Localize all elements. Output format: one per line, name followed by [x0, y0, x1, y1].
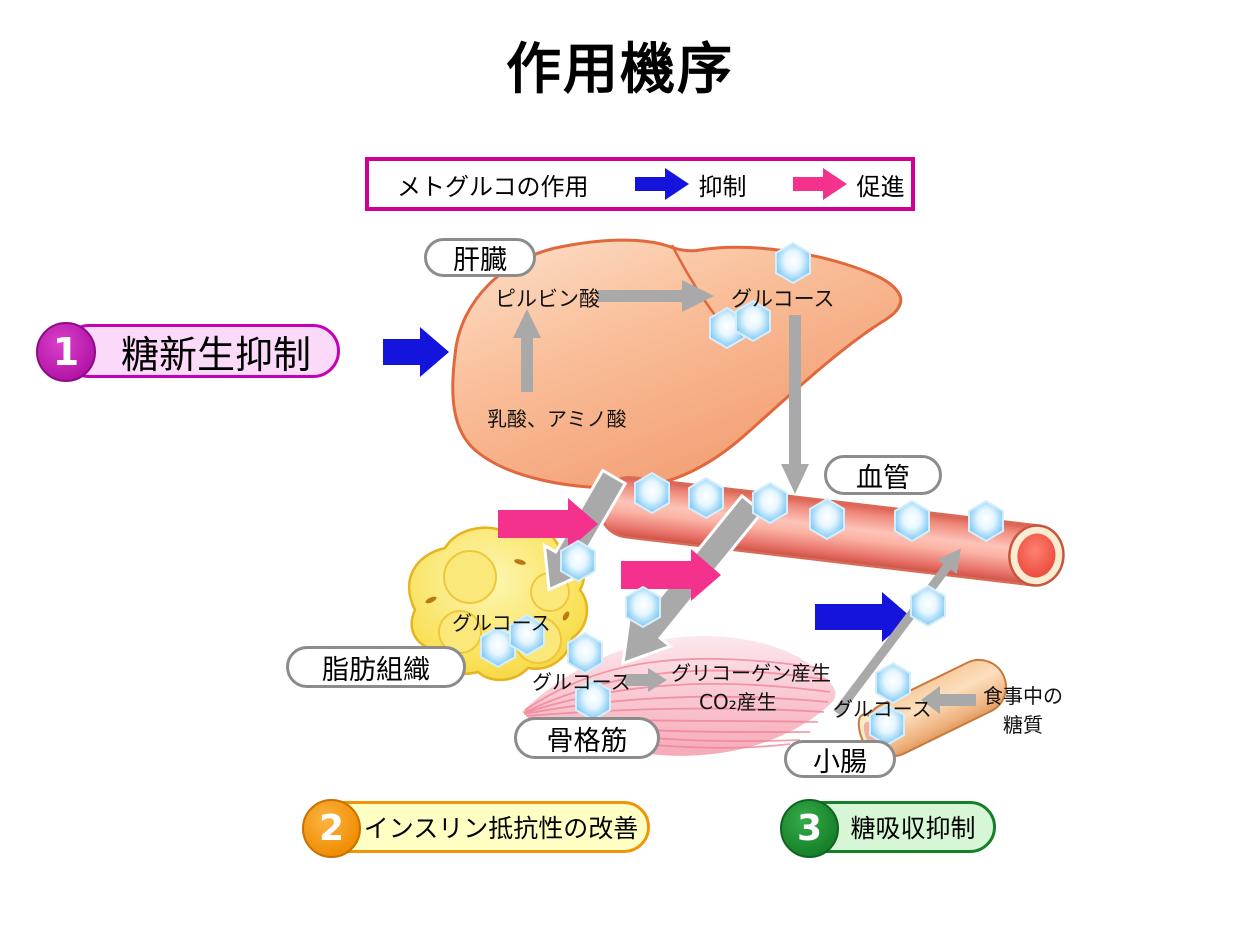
step3-label: 糖吸収抑制	[850, 814, 976, 843]
arrow-dietary-to-intestine	[921, 686, 976, 714]
arrow-pyruvate-to-glucose	[598, 280, 714, 312]
step1-pill: 糖新生抑制	[62, 324, 340, 378]
arrow-lactate-to-pyruvate	[513, 309, 541, 392]
promote-arrows	[498, 498, 721, 601]
inhibit-arrow-intestine	[815, 592, 911, 642]
legend-box: メトグルコの作用 抑制 促進	[365, 157, 915, 211]
legend-title: メトグルコの作用	[397, 172, 589, 201]
glucose-muscle-label: グルコース	[532, 670, 631, 694]
dietary-sugar-line2: 糖質	[1003, 713, 1043, 737]
arrow-glucose-to-vessel	[781, 315, 809, 494]
pyruvate-label: ピルビン酸	[495, 287, 600, 311]
adipose-label-pill: 脂肪組織	[286, 646, 466, 688]
arrow-glucose-to-glycogen	[625, 668, 667, 692]
step3-number: 3	[796, 808, 823, 849]
step2-label: インスリン抵抗性の改善	[363, 814, 639, 843]
vessel-label-pill: 血管	[824, 455, 942, 495]
lactate-amino-label: 乳酸、アミノ酸	[487, 407, 627, 431]
step2-number: 2	[318, 808, 345, 849]
liver-illustration	[451, 238, 903, 490]
co2-production-label: CO₂産生	[699, 690, 777, 714]
inhibit-arrow-icon	[634, 168, 689, 200]
step3-number-badge: 3	[780, 799, 839, 858]
dietary-sugar-line1: 食事中の	[983, 684, 1063, 708]
muscle-label: 骨格筋	[546, 725, 628, 757]
glucose-liver-label: グルコース	[731, 287, 835, 311]
vessel-label: 血管	[856, 462, 910, 494]
promote-arrow-adipose	[498, 498, 598, 550]
step1-label: 糖新生抑制	[120, 332, 311, 377]
liver-label-pill: 肝臓	[424, 238, 536, 277]
step2-pill: インスリン抵抗性の改善	[318, 801, 650, 853]
inhibit-arrows	[383, 327, 911, 642]
glucose-adipose-label: グルコース	[452, 611, 551, 635]
step1-number: 1	[52, 330, 80, 374]
liver-label: 肝臓	[453, 245, 507, 276]
legend-promote-label: 促進	[856, 172, 905, 201]
promote-arrow-icon	[792, 168, 847, 200]
glycogen-production-label: グリコーゲン産生	[671, 661, 831, 685]
step1-number-badge: 1	[36, 322, 96, 382]
dietary-sugar-label: 食事中の 糖質	[968, 680, 1078, 738]
step2-number-badge: 2	[302, 799, 361, 858]
inhibit-arrow-step1	[383, 327, 449, 377]
intestine-label-pill: 小腸	[784, 740, 896, 778]
muscle-label-pill: 骨格筋	[514, 717, 660, 759]
glucose-intestine-label: グルコース	[833, 697, 932, 721]
intestine-label: 小腸	[813, 746, 867, 778]
page-title: 作用機序	[505, 37, 734, 101]
adipose-label: 脂肪組織	[322, 654, 430, 686]
legend-inhibit-label: 抑制	[698, 172, 747, 201]
